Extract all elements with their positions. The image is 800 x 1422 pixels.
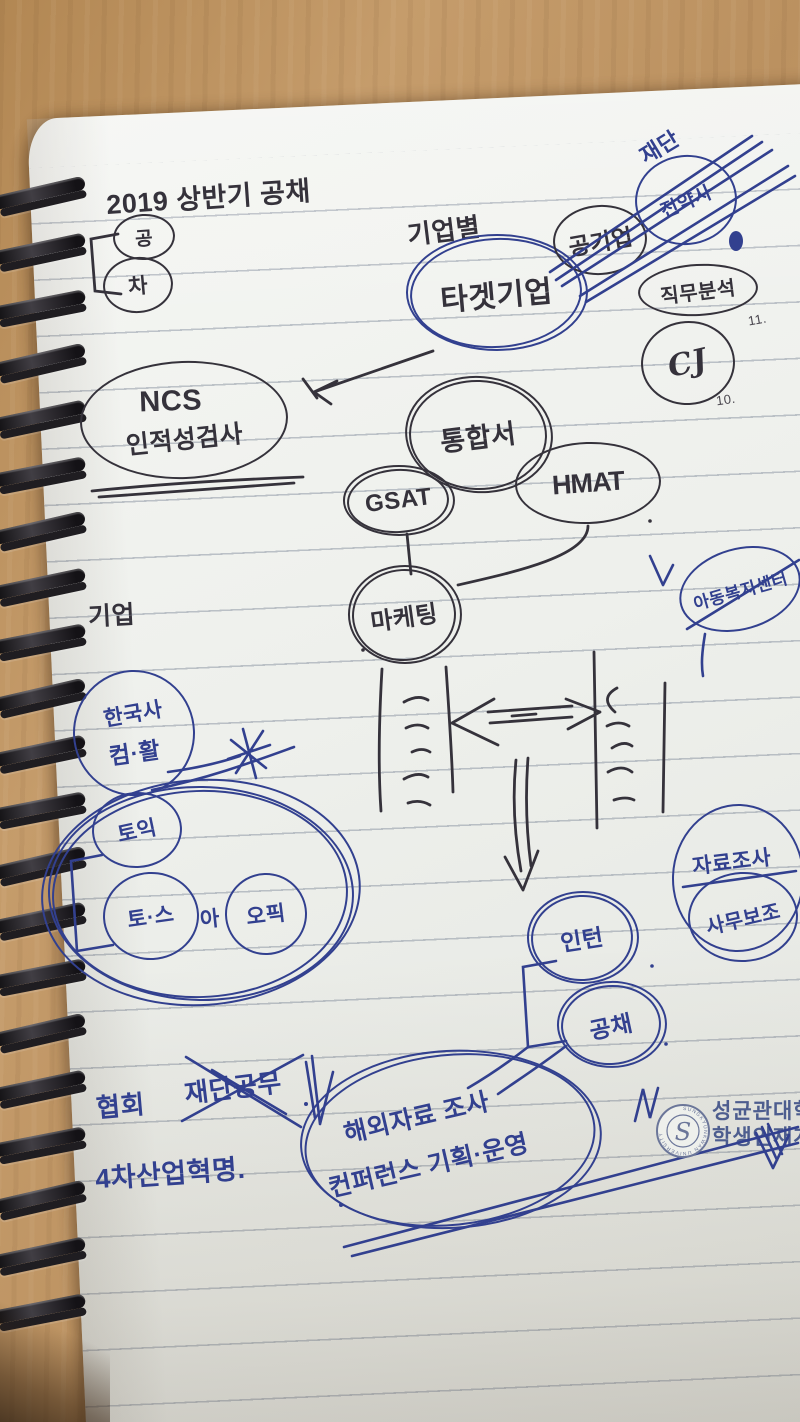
node-cj-label: CJ [665,341,711,385]
node-ncs-line1: NCS [138,383,203,419]
node-struck-label: 전약사 [657,181,716,223]
node-ncs-line2: 인적성검사 [124,419,245,460]
node-gong-label: 공 [134,227,154,251]
university-logo-text: 성균관대학교 학생인재개발 [712,1099,800,1151]
node-toeic-speaking-label: 토·스 [126,902,177,933]
label-company: 기업 [87,600,136,632]
node-hmat-label: HMAT [551,465,625,500]
node-office-assist-label: 사무보조 [704,900,783,939]
university-name: 성균관대학교 [712,1100,800,1123]
node-intern-label: 인턴 [558,923,606,957]
node-korean-history-label: 한국사 [102,698,165,731]
node-job-analysis-circle: 직무분석 [636,260,760,320]
node-computer-skill-label: 컴·활 [107,736,163,770]
node-open-recruit-circle: 공채 [558,981,664,1069]
node-target-company-label: 타겟기업 [438,275,554,318]
node-public-corp-label: 공기업 [566,223,635,261]
node-child-welfare-label: 아동복지센터 [691,568,790,614]
node-opic-label: 오픽 [245,901,288,930]
label-fourth-industrial: 4차산업혁명. [94,1153,247,1195]
desk-corner-shadow [0,1252,110,1422]
node-open-recruit-label: 공채 [587,1009,636,1045]
node-integrated-label: 통합서 [438,417,518,458]
node-child-welfare-circle: 아동복지센터 [669,532,800,646]
node-marketing-label: 마케팅 [368,599,440,637]
mark-11: 11. [746,310,768,329]
node-gsat-circle: GSAT [345,466,451,536]
node-cha-circle: 차 [100,254,176,316]
node-marketing-circle: 마케팅 [349,566,459,664]
node-intern-circle: 인턴 [528,892,636,984]
node-job-analysis-label: 직무분석 [659,276,738,309]
mark-10: 10. [715,390,737,409]
department-name: 학생인재개발 [712,1126,800,1149]
node-toeic-label: 토익 [115,816,160,847]
node-ncs-circle: NCS 인적성검사 [78,357,290,483]
label-association: 협회 [94,1088,147,1124]
node-korean-history-circle: 한국사 컴·활 [70,667,198,799]
label-foundation-public: 재단공무 [182,1067,284,1109]
node-gsat-label: GSAT [363,483,433,518]
node-cha-label: 차 [127,274,150,299]
label-or-word: 아 [199,907,222,932]
